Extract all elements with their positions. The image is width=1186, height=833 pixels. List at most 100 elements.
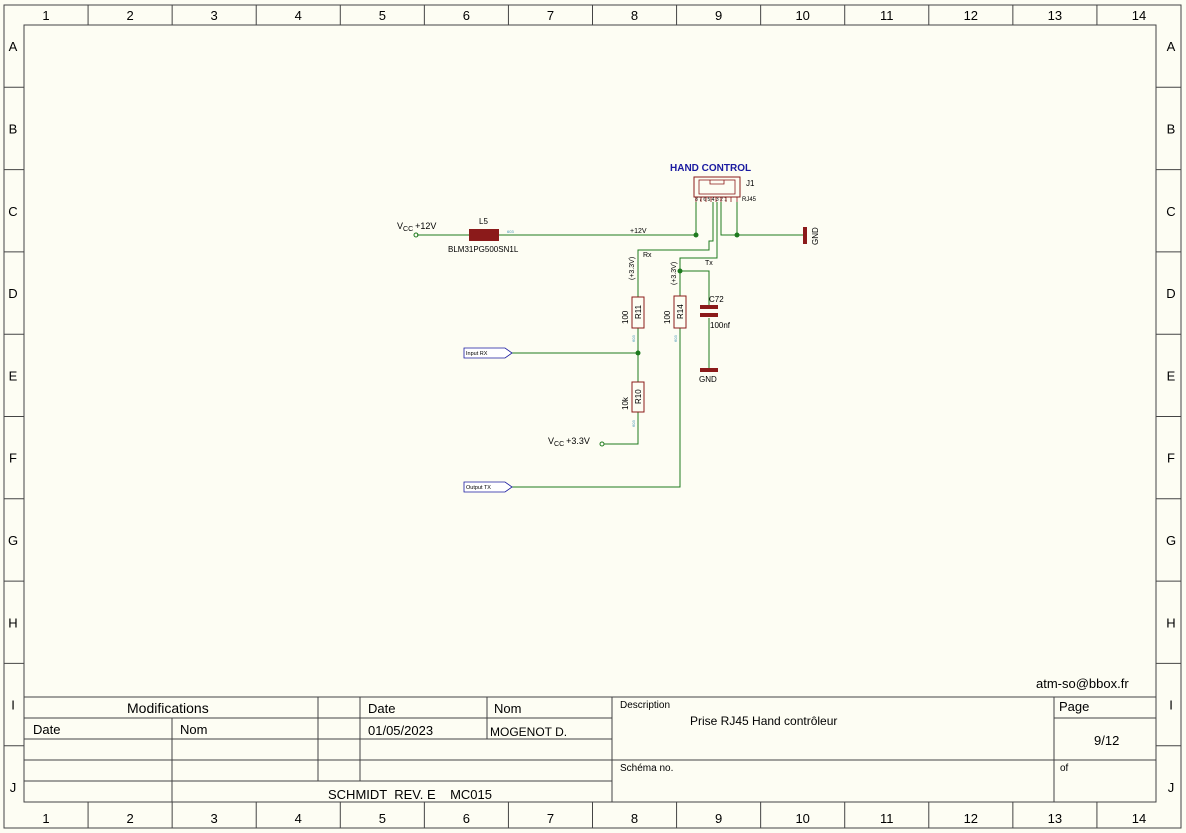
row-label: J — [10, 780, 17, 795]
net-12v-label: +12V — [630, 228, 647, 235]
row-label: A — [9, 39, 18, 54]
row-label: H — [1166, 615, 1175, 630]
column-label: 14 — [1132, 811, 1146, 826]
connector-title: HAND CONTROL — [670, 163, 751, 174]
col-date-label: Date — [33, 722, 60, 737]
title-block-lines — [23, 696, 1157, 803]
row-label: C — [8, 204, 17, 219]
vcc33-label: VCC+3.3V — [548, 436, 590, 448]
column-label: 3 — [211, 811, 218, 826]
rj45-socket-latch — [709, 180, 725, 185]
column-label: 4 — [295, 8, 302, 23]
inductor-l5 — [469, 229, 499, 241]
r11-ref: R11 — [634, 304, 643, 319]
column-label: 13 — [1048, 811, 1062, 826]
column-label: 1 — [42, 811, 49, 826]
gnd-cap-label: GND — [699, 375, 717, 384]
net-rx-label: Rx — [643, 252, 652, 259]
capacitor-c72-plate-top — [700, 305, 718, 309]
description-label: Description — [620, 700, 670, 711]
nom-header: Nom — [494, 701, 521, 716]
row-label: B — [9, 121, 18, 136]
author-email: atm-so@bbox.fr — [1036, 676, 1129, 691]
row-label: E — [1167, 368, 1176, 383]
r14-ref: R14 — [676, 304, 685, 319]
col-nom-label: Nom — [180, 722, 207, 737]
vcc12-label: VCC+12V — [397, 221, 436, 233]
net-33-rx-label: (+3.3V) — [629, 257, 636, 280]
page-label: Page — [1059, 699, 1089, 714]
inductor-part: BLM31PG500SN1L — [448, 245, 519, 254]
column-label: 8 — [631, 8, 638, 23]
gnd-cap-symbol — [700, 368, 718, 372]
rj45-connector — [693, 176, 741, 198]
column-label: 12 — [964, 811, 978, 826]
junction-dot — [677, 268, 683, 274]
r11-value: 100 — [621, 310, 630, 324]
row-label: B — [1167, 121, 1176, 136]
column-label: 2 — [126, 811, 133, 826]
frame-inner — [23, 24, 1157, 803]
schema-label: Schéma no. — [620, 763, 673, 774]
inductor-pkg: 603 — [507, 229, 514, 234]
row-label: D — [1166, 286, 1175, 301]
column-label: 10 — [795, 8, 809, 23]
row-label: I — [11, 698, 15, 713]
r10-value: 10k — [621, 396, 630, 410]
row-label: D — [8, 286, 17, 301]
r11-pkg: 603 — [631, 335, 636, 342]
net-33-tx-label: (+3.3V) — [671, 262, 678, 285]
column-label: 5 — [379, 811, 386, 826]
r14-value: 100 — [663, 310, 672, 324]
junction-dot — [635, 350, 641, 356]
r10-pkg: 603 — [631, 420, 636, 427]
vcc33-terminal — [599, 441, 605, 447]
date-value: 01/05/2023 — [368, 723, 433, 738]
nom-value: MOGENOT D. — [490, 725, 567, 739]
column-label: 11 — [880, 811, 894, 826]
row-label: F — [1167, 451, 1175, 466]
connector-type: RJ45 — [742, 197, 757, 203]
r10-ref: R10 — [634, 389, 643, 404]
column-label: 5 — [379, 8, 386, 23]
column-label: 7 — [547, 811, 554, 826]
column-label: 6 — [463, 8, 470, 23]
vcc12-terminal — [413, 232, 419, 238]
date-header: Date — [368, 701, 395, 716]
wire-gnd-net — [720, 202, 804, 236]
column-label: 11 — [880, 8, 894, 23]
c72-value: 100nf — [710, 321, 731, 330]
port-input-rx — [463, 347, 513, 359]
wires — [417, 202, 804, 488]
column-label: 13 — [1048, 8, 1062, 23]
port-input-rx-label: Input RX — [466, 351, 488, 357]
page-value: 9/12 — [1094, 733, 1119, 748]
row-label: G — [8, 533, 18, 548]
port-output-tx-label: Output TX — [466, 485, 491, 491]
gnd-right-symbol — [803, 227, 807, 244]
column-label: 7 — [547, 8, 554, 23]
column-label: 9 — [715, 8, 722, 23]
wire-c72-top — [680, 270, 710, 305]
row-label: J — [1168, 780, 1175, 795]
gnd-right-label: GND — [811, 227, 820, 245]
column-label: 6 — [463, 811, 470, 826]
wire-output-tx — [512, 328, 681, 488]
column-label: 3 — [211, 8, 218, 23]
row-label: G — [1166, 533, 1176, 548]
wire-r10-vcc33 — [604, 412, 639, 445]
column-label: 1 — [42, 8, 49, 23]
resistor-r10 — [631, 381, 645, 413]
description-value: Prise RJ45 Hand contrôleur — [690, 714, 837, 728]
column-label: 12 — [964, 8, 978, 23]
column-label: 14 — [1132, 8, 1146, 23]
row-label: A — [1167, 39, 1176, 54]
wire-rx-net — [637, 202, 714, 297]
wire-tx-net — [679, 202, 718, 296]
column-label: 4 — [295, 811, 302, 826]
c72-ref: C72 — [709, 295, 724, 304]
rj45-socket — [698, 179, 736, 195]
resistor-r11 — [631, 296, 645, 329]
junctions — [635, 232, 740, 356]
